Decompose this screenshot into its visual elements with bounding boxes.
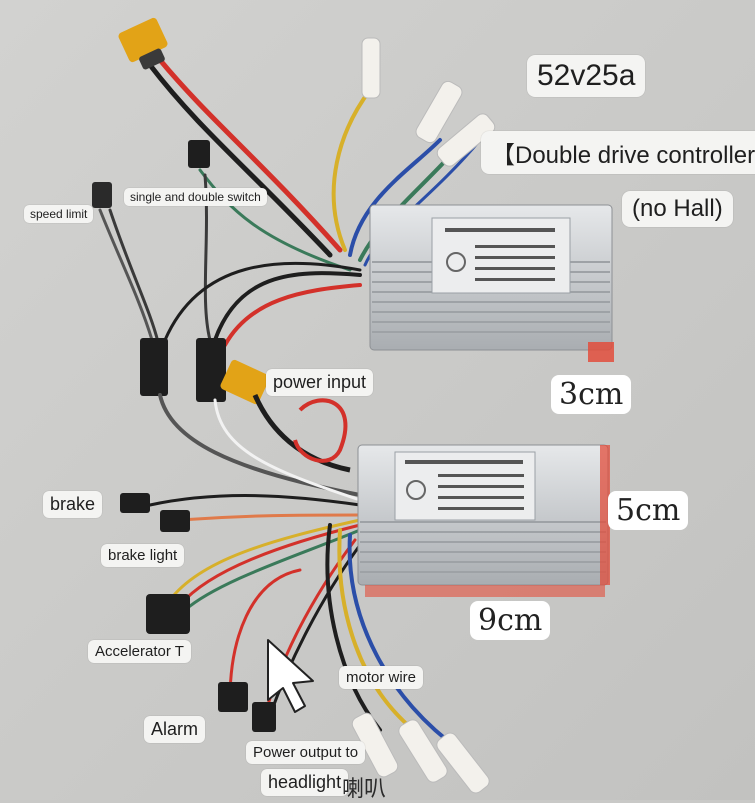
voltage-current-label: 52v25a [527, 55, 646, 97]
motor-plugs-top [361, 37, 496, 167]
brake-light-label: brake light [101, 544, 185, 567]
power-input-connector [220, 359, 351, 473]
controller-top [369, 204, 614, 362]
motor-wire-label: motor wire [339, 666, 424, 689]
cursor-arrow-icon [267, 639, 314, 713]
accelerator-label: Accelerator T [88, 640, 191, 663]
width-dimension: 5cm [608, 491, 689, 530]
headlight-label: headlight [261, 769, 349, 796]
xt-connector-top [118, 17, 168, 70]
single-double-switch-label: single and double switch [124, 188, 267, 206]
motor-plugs-bottom [351, 712, 490, 794]
controller-bottom [357, 444, 610, 597]
small-connectors-top [92, 140, 210, 208]
brake-label: brake [43, 491, 103, 518]
power-output-label: Power output to [246, 741, 366, 764]
small-connectors-bottom [120, 493, 276, 732]
length-dimension: 9cm [470, 601, 551, 640]
multi-pin-connectors [140, 338, 226, 402]
height-dimension: 3cm [551, 375, 632, 414]
product-title: 【Double drive controller [481, 131, 755, 174]
speed-limit-label: speed limit [24, 205, 94, 223]
horn-text-fragment: 喇叭 [342, 776, 387, 801]
no-hall-label: (no Hall) [622, 191, 733, 227]
power-input-label: power input [266, 369, 374, 396]
alarm-label: Alarm [144, 716, 206, 743]
